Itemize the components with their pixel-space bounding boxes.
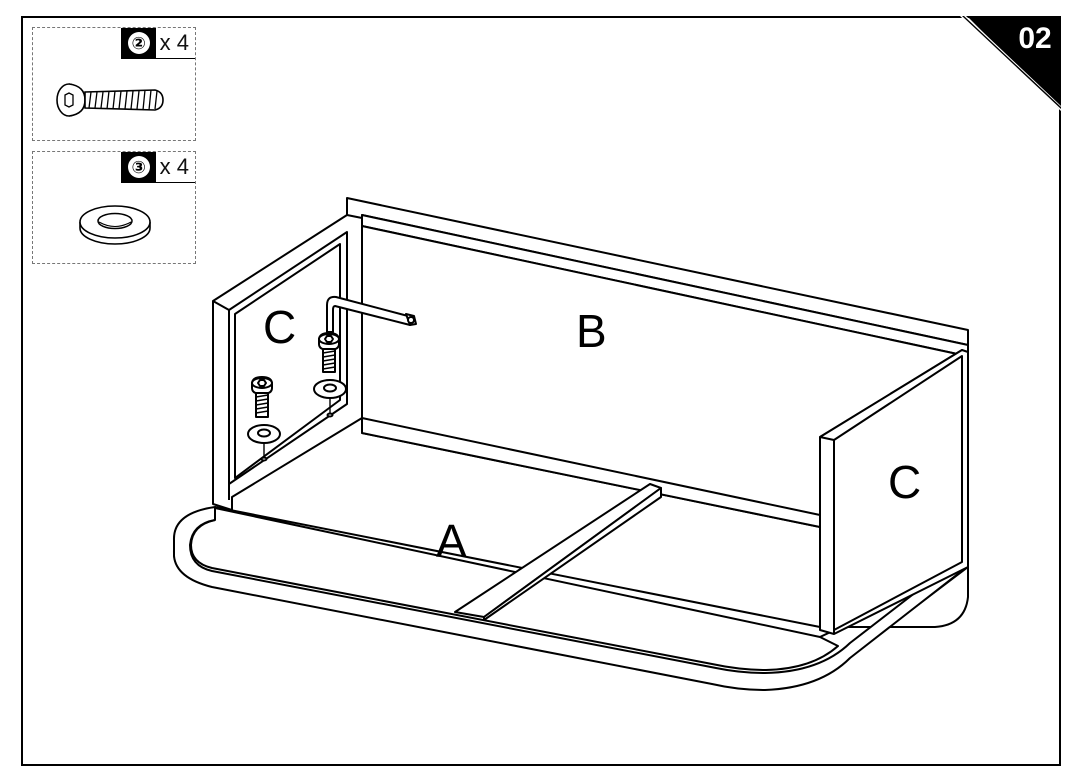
panel-label-b: B [576, 305, 607, 357]
screw-icon [318, 332, 340, 373]
part-number-badge: ③ [127, 156, 150, 178]
panel-label-a: A [436, 515, 467, 567]
step-corner-tab [960, 16, 1061, 111]
part-quantity: x 4 [159, 30, 189, 55]
washer-icon [79, 205, 151, 245]
washer-icon [247, 424, 281, 462]
part-number-badge: ② [127, 32, 150, 54]
part-quantity-tag: ② x 4 [120, 28, 195, 59]
hex-key-icon [326, 295, 417, 333]
screw-icon [251, 376, 273, 418]
parts-box-screw: ② x 4 [32, 27, 196, 141]
parts-box-washer: ③ x 4 [32, 151, 196, 264]
page-frame [21, 16, 1061, 766]
panel-label-c-left: C [263, 301, 296, 353]
screw-icon [56, 83, 164, 117]
part-quantity: x 4 [159, 154, 189, 179]
step-number: 02 [1018, 22, 1052, 55]
part-quantity-tag: ③ x 4 [120, 152, 195, 183]
panel-label-c-right: C [888, 456, 921, 508]
washer-icon [313, 379, 347, 418]
